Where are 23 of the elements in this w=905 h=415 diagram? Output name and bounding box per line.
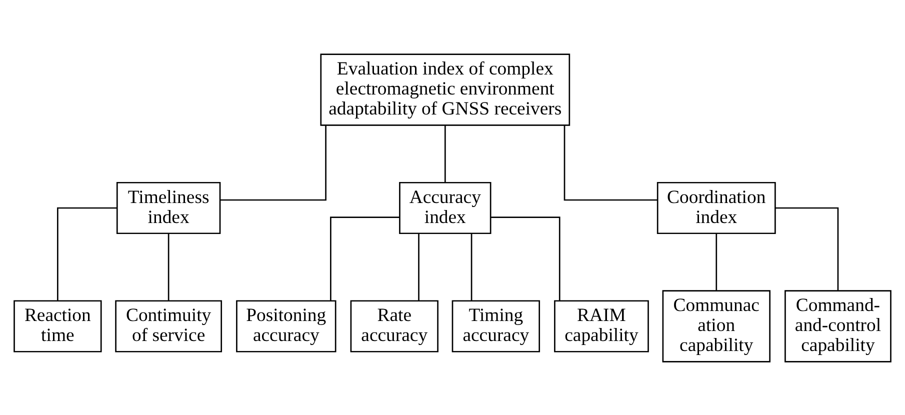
node-box: Evaluation index of complex electromagnetic environment adaptability of GNSS receivers <box>320 53 570 126</box>
node-box: Reaction time <box>14 300 102 352</box>
node-box: Timing accuracy <box>452 300 540 352</box>
connector <box>470 233 472 300</box>
node-box: RAIM capability <box>554 300 649 352</box>
connector <box>168 233 170 300</box>
connector <box>330 216 400 300</box>
connector <box>491 216 560 300</box>
node-box: Coordination index <box>656 181 776 234</box>
connector <box>57 206 118 300</box>
node-box: Rate accuracy <box>350 300 438 352</box>
node-box: Accuracy index <box>399 181 492 234</box>
node-box: Contimuity of service <box>115 300 222 352</box>
connector <box>418 233 420 300</box>
connector <box>220 124 326 200</box>
node-box: Timeliness index <box>116 181 221 234</box>
node-box: Command- and-control capability <box>784 290 892 362</box>
connector <box>564 124 658 200</box>
node-box: Positoning accuracy <box>236 300 336 352</box>
connector <box>716 233 718 290</box>
connector <box>775 206 839 290</box>
node-box: Communac ation capability <box>662 290 770 362</box>
connector <box>444 124 446 182</box>
